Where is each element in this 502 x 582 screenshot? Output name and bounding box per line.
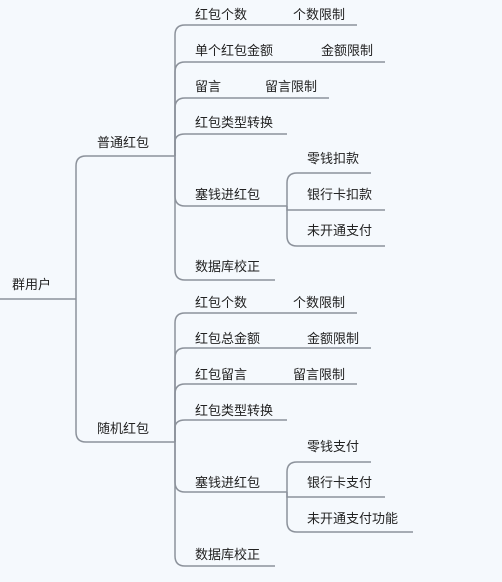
b1-child-5: 塞钱进红包: [195, 188, 261, 203]
b2-grandchild-5c: 未开通支付功能: [307, 512, 399, 527]
branch-node-2: 随机红包: [97, 422, 150, 437]
root-node: 群用户: [12, 278, 52, 293]
b1-grandchild-5a: 零钱扣款: [307, 152, 360, 167]
b1-grandchild-2: 金额限制: [321, 44, 374, 59]
connector-root-branch-1: [75, 155, 175, 299]
b1-grandchild-3: 留言限制: [265, 80, 318, 95]
connector-b1-g4b: [286, 206, 385, 211]
b2-child-2: 红包总金额: [195, 332, 261, 347]
b1-child-1: 红包个数: [195, 8, 248, 23]
connector-root-branch-2: [75, 299, 175, 443]
b2-grandchild-5a: 零钱支付: [307, 440, 360, 455]
b2-grandchild-5b: 银行卡支付: [307, 476, 373, 491]
connector-b2-c1: [174, 312, 283, 442]
connector-b2-c3: [174, 383, 283, 442]
b1-child-2: 单个红包金额: [195, 44, 274, 59]
b2-child-3: 红包留言: [195, 368, 248, 383]
b2-child-1: 红包个数: [195, 296, 248, 311]
b1-grandchild-5b: 银行卡扣款: [307, 188, 373, 203]
b1-child-6: 数据库校正: [195, 260, 261, 275]
b1-grandchild-5c: 未开通支付: [307, 224, 373, 239]
connector-b1-g4a: [286, 172, 371, 206]
b2-grandchild-2: 金额限制: [307, 332, 360, 347]
connector-b2-c4: [174, 419, 287, 442]
b2-child-4: 红包类型转换: [195, 404, 274, 419]
connector-b2-g4b: [286, 492, 385, 498]
b1-child-4: 红包类型转换: [195, 116, 274, 131]
connector-b1-g4c: [286, 206, 385, 247]
b1-grandchild-1: 个数限制: [293, 8, 346, 23]
b2-grandchild-3: 留言限制: [293, 368, 346, 383]
connector-b1-c6: [174, 156, 275, 281]
connector-b2-g4c: [286, 492, 413, 533]
b1-child-3: 留言: [195, 80, 222, 95]
connector-b1-c3: [174, 97, 255, 156]
connector-b1-c2: [174, 61, 311, 156]
connector-b2-g4a: [286, 461, 371, 492]
connector-b2-c6: [174, 442, 275, 567]
b2-child-6: 数据库校正: [195, 548, 261, 563]
b2-grandchild-1: 个数限制: [293, 296, 346, 311]
branch-node-1: 普通红包: [97, 136, 150, 151]
b2-child-5: 塞钱进红包: [195, 476, 261, 491]
connector-b1-c1: [174, 24, 283, 156]
connector-b2-c2: [174, 347, 297, 442]
connector-b1-c4: [174, 133, 287, 156]
